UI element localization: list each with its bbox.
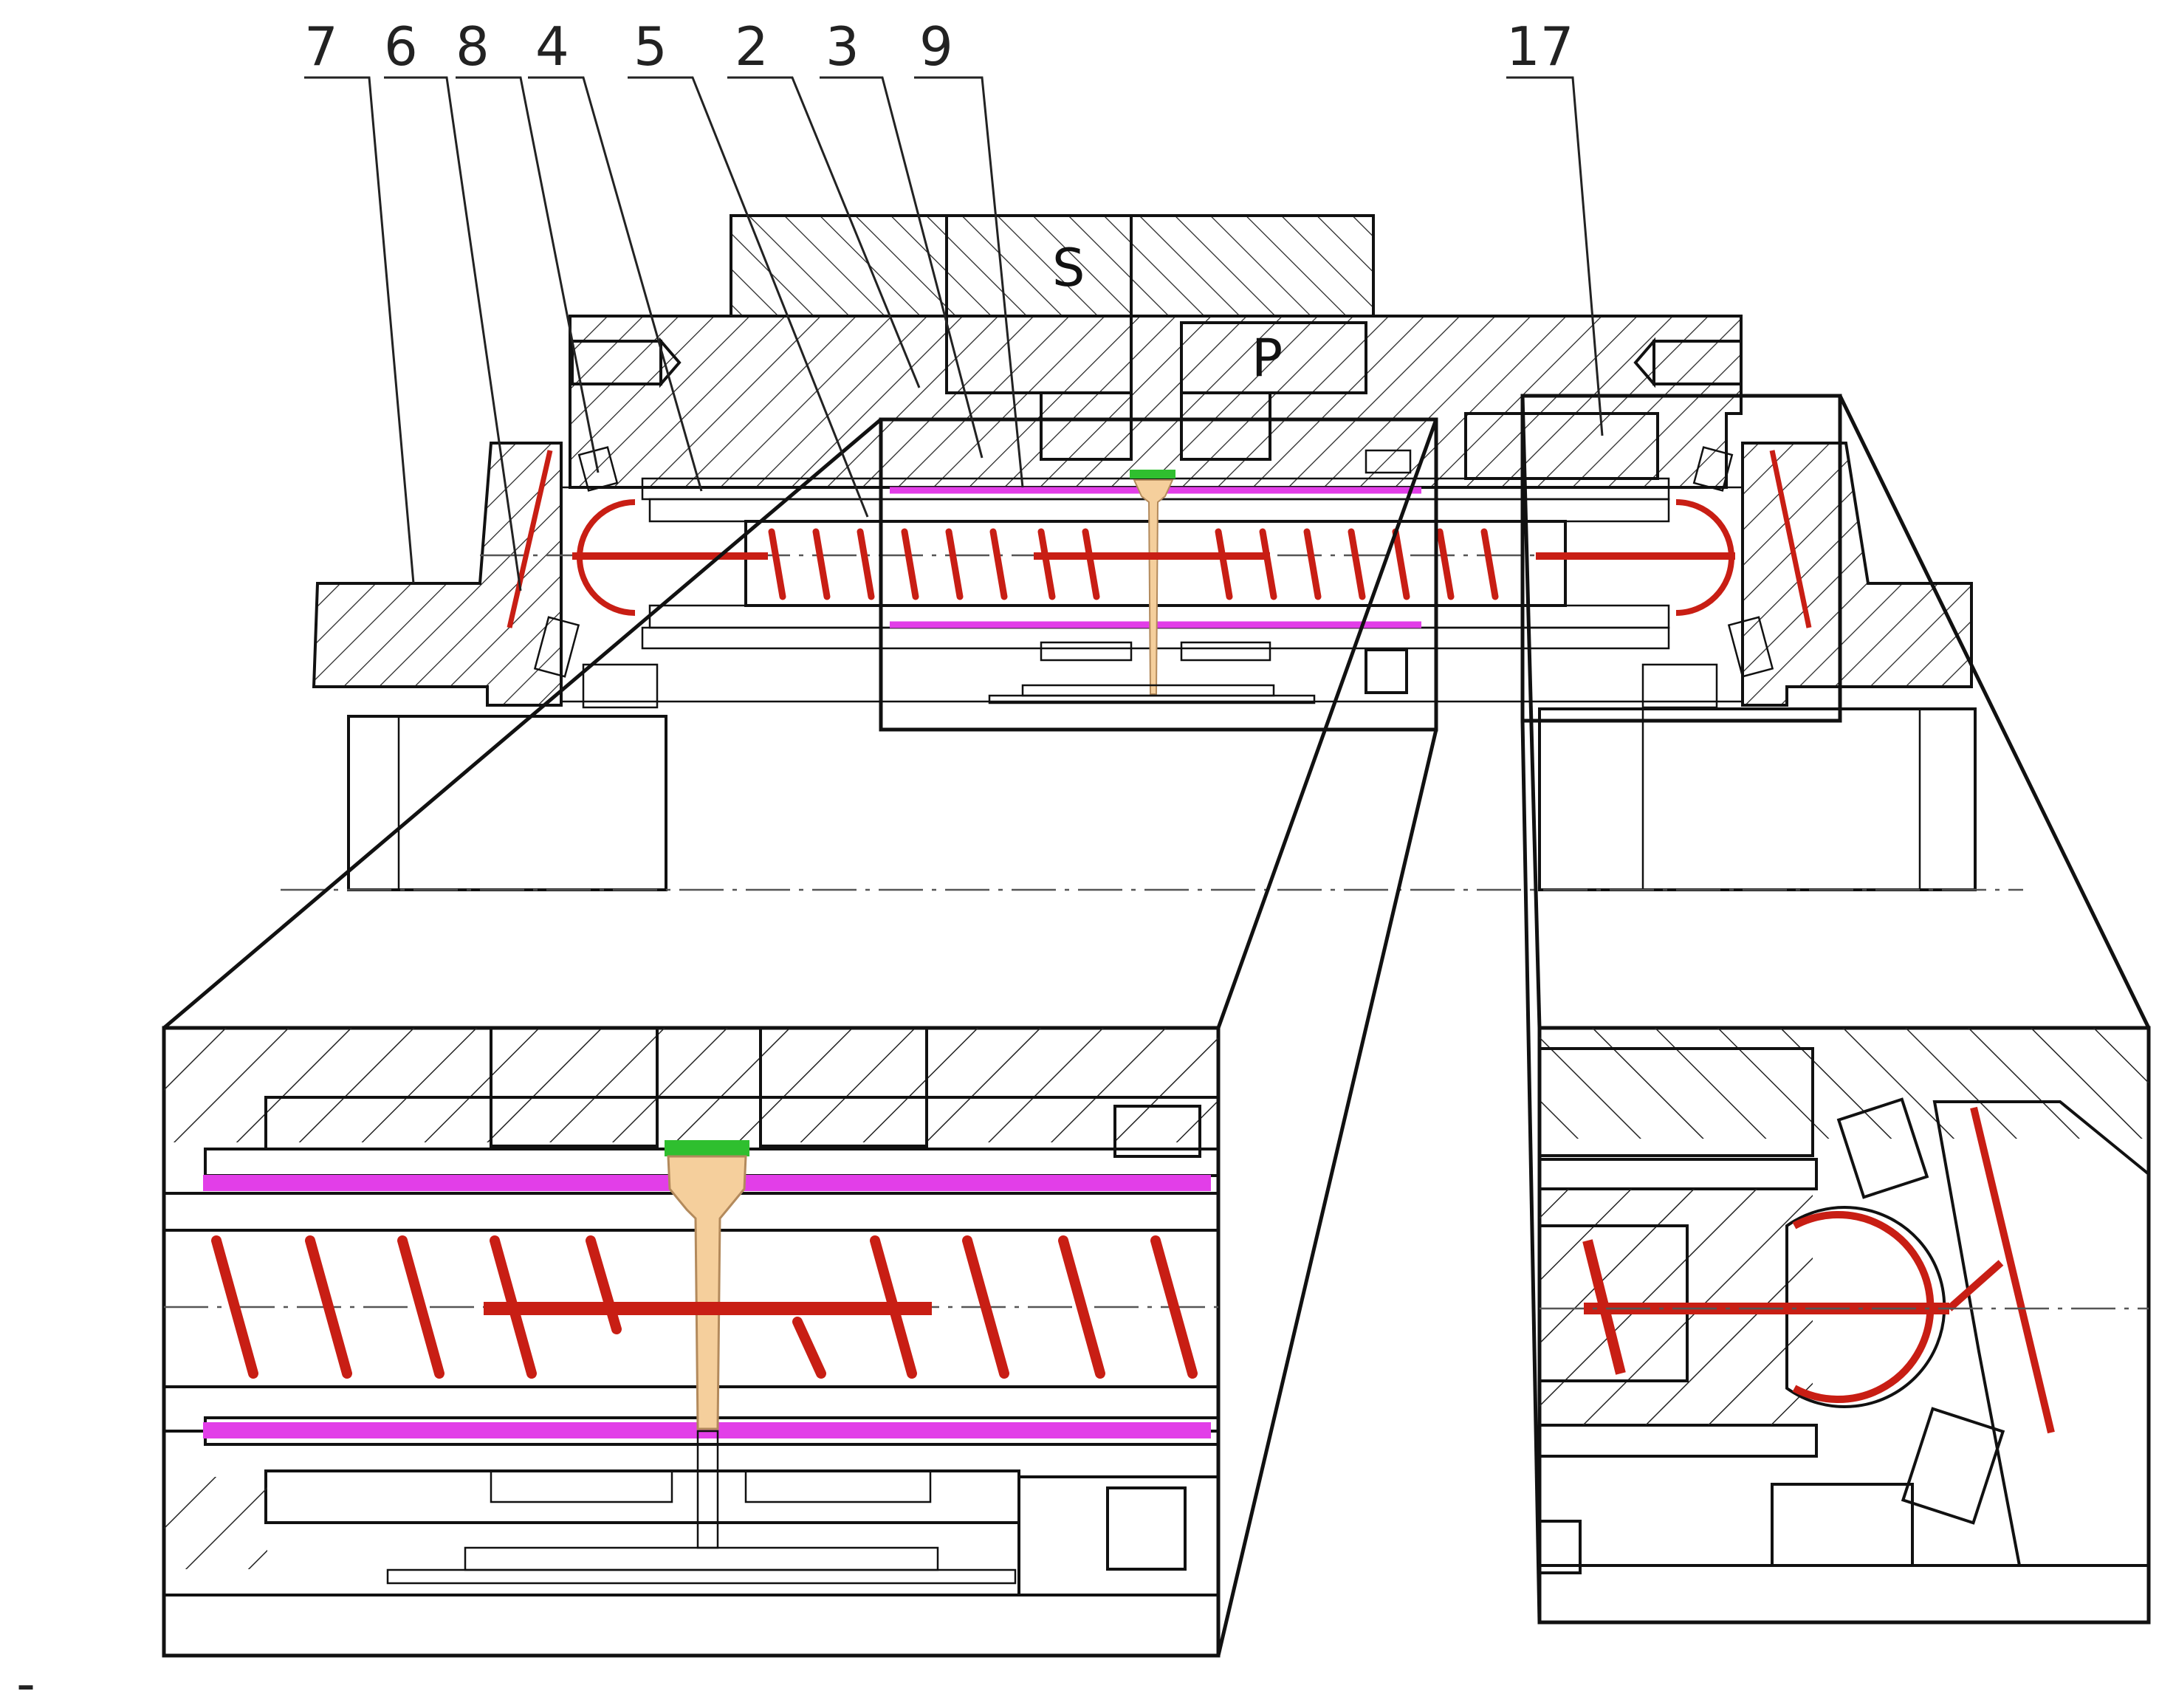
suction-port-head	[945, 214, 1133, 394]
left-dome	[577, 499, 636, 616]
plunger-head	[1133, 479, 1174, 695]
detail-r-diaphragm	[1970, 1106, 2055, 1434]
right-seat-bottom	[1727, 616, 1774, 678]
top-cover-block	[730, 214, 1375, 318]
set-screw-left-tip	[659, 337, 682, 388]
detail-r-block	[1538, 1047, 1814, 1157]
plunger-seal	[1130, 470, 1175, 479]
housing-body	[569, 315, 1743, 489]
footer-mark: -	[16, 1653, 35, 1708]
detail-plunger-seal	[665, 1140, 749, 1156]
callout-line-2	[1216, 419, 1438, 1029]
left-flange-body	[312, 442, 563, 707]
detail-r-foot	[1538, 1520, 1582, 1574]
callout-line-3	[1216, 729, 1438, 1656]
left-grip	[582, 663, 659, 709]
set-screw-right-tip	[1633, 337, 1655, 388]
base-plate	[1021, 684, 1275, 697]
detail-pressure-port	[759, 1026, 928, 1148]
detail-pressure-lower	[744, 1469, 932, 1503]
coil-spring	[768, 528, 1499, 600]
pressure-port-neck	[1180, 391, 1271, 461]
detail-view-center	[162, 1026, 1221, 1658]
piston-upper	[648, 498, 1670, 523]
detail-lower-wedge	[164, 1477, 267, 1569]
pressure-port-lower	[1180, 641, 1271, 662]
callout-line-1	[162, 418, 882, 1029]
suction-port-lower	[1040, 641, 1133, 662]
part-number-6: 6	[384, 16, 418, 78]
detail-r-seat-bottom	[1901, 1407, 2005, 1525]
part-number-9: 9	[919, 16, 953, 78]
detail-r-top	[1540, 1028, 2149, 1139]
left-small-block	[1365, 449, 1412, 474]
callout-box-right	[1520, 394, 1842, 723]
part-number-2: 2	[735, 16, 769, 78]
part-numbers: 7 6 8 4 5 2 3 9 17	[304, 16, 1574, 78]
callout-line-4	[1520, 395, 1542, 1029]
callout-box-center	[879, 417, 1438, 732]
part-number-4: 4	[535, 16, 569, 78]
detail-r-seat-top	[1836, 1097, 1929, 1199]
detail-view-right	[1537, 1026, 2151, 1625]
detail-r-brace	[1946, 1260, 2004, 1311]
detail-base-strip	[386, 1568, 1017, 1585]
part-number-5: 5	[634, 16, 667, 78]
pressure-port-head	[1180, 321, 1367, 394]
detail-right-cap	[1106, 1486, 1187, 1571]
lower-small-block	[1365, 648, 1408, 694]
detail-plunger	[667, 1155, 747, 1430]
leader-lines	[304, 76, 1604, 591]
main-assembly: S P	[281, 214, 2023, 891]
left-seat-bottom	[533, 616, 580, 678]
callout-line-5	[1520, 720, 1542, 1623]
detail-suction-lower	[490, 1469, 673, 1503]
detail-r-spring-stroke	[1582, 1239, 1626, 1375]
callouts	[162, 394, 2151, 1656]
detail-bore	[162, 1229, 1220, 1388]
part-number-3: 3	[826, 16, 859, 78]
right-flange-body	[1741, 442, 1973, 707]
part-number-17: 17	[1506, 16, 1574, 78]
suction-port-neck	[1040, 391, 1133, 461]
left-diaphragm	[507, 450, 553, 628]
right-seat-top	[1692, 446, 1734, 492]
callout-line-6	[1838, 394, 2151, 1029]
base-strip	[988, 694, 1316, 704]
suction-port-label: S	[1052, 238, 1085, 298]
part-number-8: 8	[456, 16, 490, 78]
right-dome	[1675, 499, 1734, 616]
detail-housing-top	[164, 1028, 1218, 1142]
right-diaphragm	[1769, 450, 1812, 628]
pressure-port-label: P	[1252, 328, 1283, 388]
block-17	[1464, 412, 1659, 480]
detail-upper-right-block	[1113, 1105, 1201, 1158]
part-number-7: 7	[304, 16, 338, 78]
lower-base-right	[1538, 707, 1977, 891]
lower-base-left	[347, 715, 667, 891]
detail-suction-port	[490, 1026, 659, 1148]
